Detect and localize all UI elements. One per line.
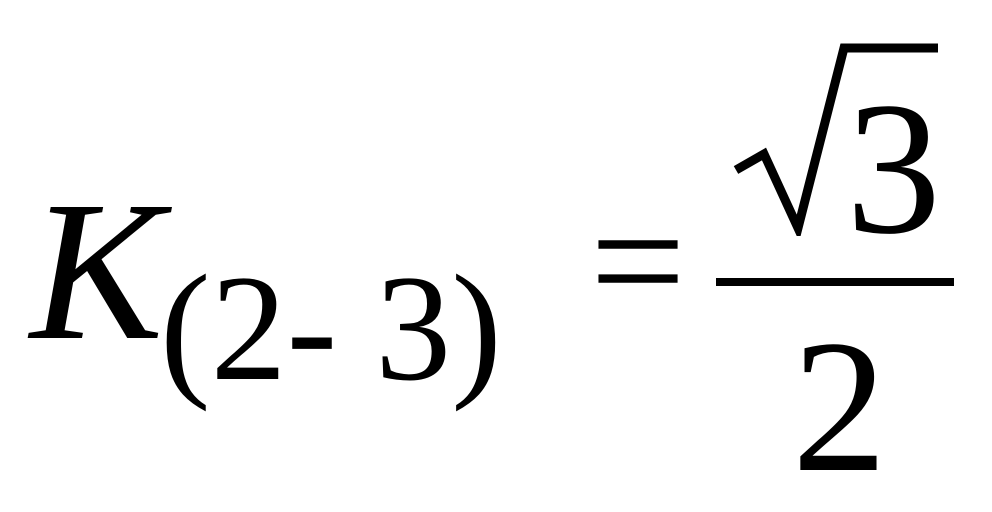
numerator-radicand: 3 [846, 64, 941, 274]
subscript: (2- 3) [160, 244, 502, 412]
fraction-bar [716, 278, 954, 286]
equals-sign: = [590, 167, 686, 355]
variable-k: K [30, 161, 164, 382]
denominator: 2 [792, 302, 887, 512]
square-root-icon [733, 43, 938, 236]
